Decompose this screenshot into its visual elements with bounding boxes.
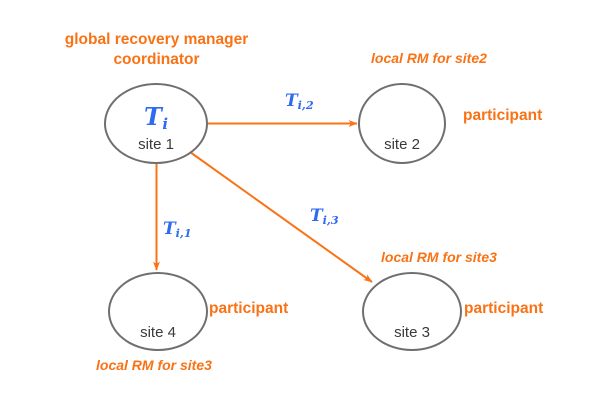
- node-site2-label: site 2: [384, 136, 420, 153]
- edge-label-site1-site2-base: T: [285, 91, 298, 111]
- edge-label-site1-site3: Ti,3: [310, 206, 339, 228]
- node-site2-role-label: participant: [463, 107, 543, 124]
- edge-label-site1-site2-subscript: i,2: [297, 98, 314, 113]
- node-site1-transaction: Ti: [106, 102, 206, 132]
- node-site1-transaction-subscript: i: [162, 115, 168, 134]
- edge-label-site1-site3-subscript: i,3: [322, 213, 339, 228]
- diagram-title-line-1: global recovery manager: [64, 31, 249, 48]
- edge-label-site1-site4-subscript: i,1: [175, 226, 192, 241]
- node-site4-label: site 4: [140, 324, 176, 341]
- node-site3-label: site 3: [394, 324, 430, 341]
- edge-label-site1-site3-base: T: [310, 206, 323, 226]
- node-site1[interactable]: Ti site 1: [104, 83, 208, 164]
- diagram-title: global recovery manager coordinator: [34, 30, 279, 70]
- node-site2[interactable]: site 2: [358, 83, 446, 164]
- node-site4[interactable]: site 4: [108, 272, 208, 351]
- node-site4-role-label: participant: [209, 300, 289, 317]
- node-site3[interactable]: site 3: [362, 272, 462, 351]
- node-site3-rm-label: local RM for site3: [381, 249, 497, 265]
- node-site2-rm-label: local RM for site2: [371, 50, 487, 66]
- node-site4-rm-label: local RM for site3: [96, 357, 212, 373]
- node-site1-label: site 1: [138, 136, 174, 153]
- edge-label-site1-site2: Ti,2: [285, 91, 314, 113]
- edge-label-site1-site4-base: T: [163, 219, 176, 239]
- diagram-title-line-2: coordinator: [113, 51, 200, 69]
- edge-label-site1-site4: Ti,1: [163, 219, 192, 241]
- node-site3-role-label: participant: [464, 300, 544, 317]
- node-site1-transaction-base: T: [143, 102, 163, 131]
- edge-site1-to-site3: [189, 151, 373, 283]
